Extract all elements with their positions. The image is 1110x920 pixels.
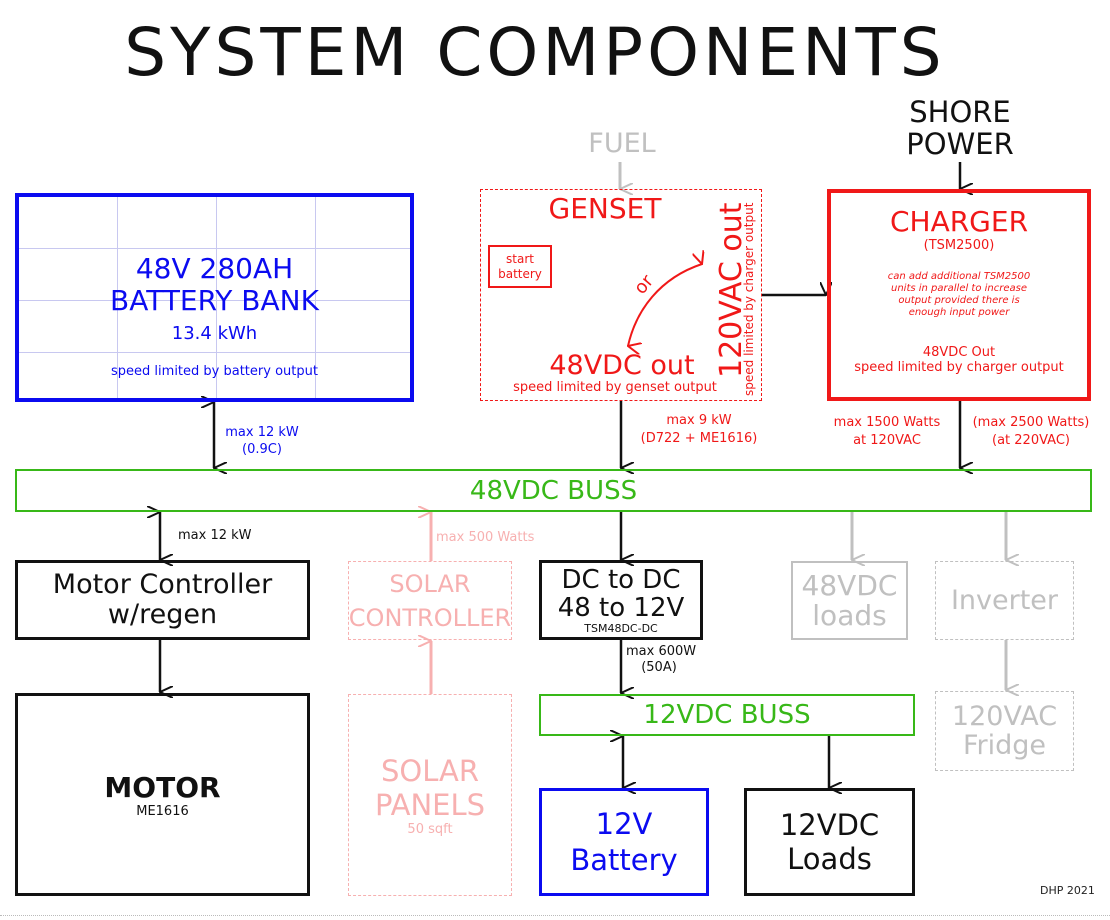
shore-power-label: SHORE POWER [880, 96, 1040, 160]
fridge-line2: Fridge [962, 730, 1047, 761]
author-credit: DHP 2021 [1040, 884, 1095, 897]
charger-220vac-label: (max 2500 Watts) (at 220VAC) [962, 414, 1100, 450]
motor-controller-line2: w/regen [107, 599, 218, 630]
genset-dc-out: 48VDC out [549, 350, 695, 381]
buss-48vdc-label: 48VDC BUSS [469, 475, 638, 506]
loads-48vdc-box[interactable]: 48VDC loads [791, 561, 908, 640]
dc-dc-link-label: max 600W (50A) [626, 644, 697, 676]
dc-dc-line1: DC to DC [561, 564, 681, 595]
battery-link-crate: (0.9C) [242, 442, 282, 457]
charger-output-note: speed limited by charger output [854, 360, 1064, 375]
motor-controller-line1: Motor Controller [52, 569, 273, 600]
dc-dc-model: TSM48DC-DC [584, 621, 658, 635]
genset-link-max: max 9 kW [666, 413, 732, 428]
battery-bank-voltage: 48V 280AH [135, 252, 294, 285]
solar-panels-line2: PANELS [374, 787, 486, 822]
battery-12v-line2: Battery [570, 843, 678, 877]
solar-controller-link-label: max 500 Watts [436, 530, 535, 545]
buss-12vdc[interactable]: 12VDC BUSS [539, 694, 915, 736]
shore-power-line1: SHORE [909, 95, 1011, 129]
charger-220-voltage: (at 220VAC) [992, 433, 1070, 448]
battery-bank-title: BATTERY BANK [110, 284, 319, 317]
dc-dc-line2: 48 to 12V [557, 592, 685, 623]
charger-model: (TSM2500) [923, 238, 995, 253]
motor-box[interactable]: MOTOR ME1616 [15, 693, 310, 896]
motor-model: ME1616 [136, 803, 189, 819]
buss-48vdc[interactable]: 48VDC BUSS [15, 469, 1092, 512]
battery-bank-link-label: max 12 kW (0.9C) [222, 424, 302, 458]
charger-box[interactable]: CHARGER (TSM2500) can add additional TSM… [827, 189, 1091, 401]
genset-title: GENSET [548, 192, 662, 225]
genset-start-battery: start battery [488, 245, 552, 288]
charger-note-line: output provided there is [898, 295, 1020, 306]
inverter-label: Inverter [950, 585, 1059, 616]
genset-box[interactable] [480, 189, 762, 401]
buss-12vdc-label: 12VDC BUSS [643, 700, 811, 730]
dc-dc-converter-box[interactable]: DC to DC 48 to 12V TSM48DC-DC [539, 560, 703, 640]
dc-dc-link-max: max 600W [626, 644, 697, 659]
battery-bank-box[interactable]: 48V 280AH BATTERY BANK 13.4 kWh speed li… [15, 193, 414, 402]
genset-link-label: max 9 kW (D722 + ME1616) [634, 412, 764, 448]
dc-dc-link-amps: (50A) [641, 660, 677, 675]
charger-note: can add additional TSM2500 units in para… [888, 271, 1031, 319]
solar-controller-line2: CONTROLLER [348, 603, 512, 632]
charger-120-voltage: at 120VAC [853, 433, 921, 448]
charger-note-line: enough input power [908, 307, 1010, 318]
solar-controller-line1: SOLAR [389, 569, 471, 598]
solar-controller-box[interactable]: SOLAR CONTROLLER [348, 561, 512, 640]
loads-12vdc-line2: Loads [787, 842, 872, 876]
motor-controller-link-label: max 12 kW [178, 528, 252, 543]
solar-panels-box[interactable]: SOLAR PANELS 50 sqft [348, 694, 512, 896]
motor-controller-box[interactable]: Motor Controller w/regen [15, 560, 310, 640]
diagram-title: SYSTEM COMPONENTS [124, 14, 946, 91]
battery-bank-capacity: 13.4 kWh [171, 323, 258, 344]
shore-power-line2: POWER [906, 127, 1014, 161]
battery-bank-note: speed limited by battery output [111, 364, 318, 379]
charger-220-max: (max 2500 Watts) [972, 415, 1090, 430]
charger-note-line: units in parallel to increase [890, 283, 1028, 294]
bottom-divider [0, 915, 1110, 916]
charger-120vac-label: max 1500 Watts at 120VAC [826, 414, 948, 450]
loads-12vdc-box[interactable]: 12VDC Loads [744, 788, 915, 896]
charger-120-max: max 1500 Watts [833, 415, 941, 430]
genset-ac-note: speed limited by charger output [742, 202, 756, 396]
motor-title: MOTOR [104, 770, 221, 804]
genset-link-models: (D722 + ME1616) [640, 431, 758, 446]
start-battery-line1: start [506, 251, 534, 266]
inverter-box[interactable]: Inverter [935, 561, 1074, 640]
charger-output: 48VDC Out [922, 345, 996, 360]
solar-panels-line1: SOLAR [380, 753, 480, 788]
fridge-line1: 120VAC [951, 701, 1058, 732]
loads-12vdc-line1: 12VDC [779, 808, 880, 842]
solar-panels-area: 50 sqft [407, 821, 453, 837]
battery-12v-box[interactable]: 12V Battery [539, 788, 709, 896]
loads-48vdc-line2: loads [812, 598, 887, 632]
battery-link-max: max 12 kW [225, 425, 299, 440]
charger-note-line: can add additional TSM2500 [887, 271, 1031, 282]
charger-title: CHARGER [889, 205, 1029, 238]
start-battery-line2: battery [498, 266, 542, 281]
fuel-input-label: FUEL [588, 128, 656, 159]
loads-48vdc-line1: 48VDC [801, 568, 898, 602]
genset-dc-note: speed limited by genset output [513, 380, 717, 395]
battery-12v-line1: 12V [595, 807, 653, 841]
fridge-box[interactable]: 120VAC Fridge [935, 691, 1074, 771]
